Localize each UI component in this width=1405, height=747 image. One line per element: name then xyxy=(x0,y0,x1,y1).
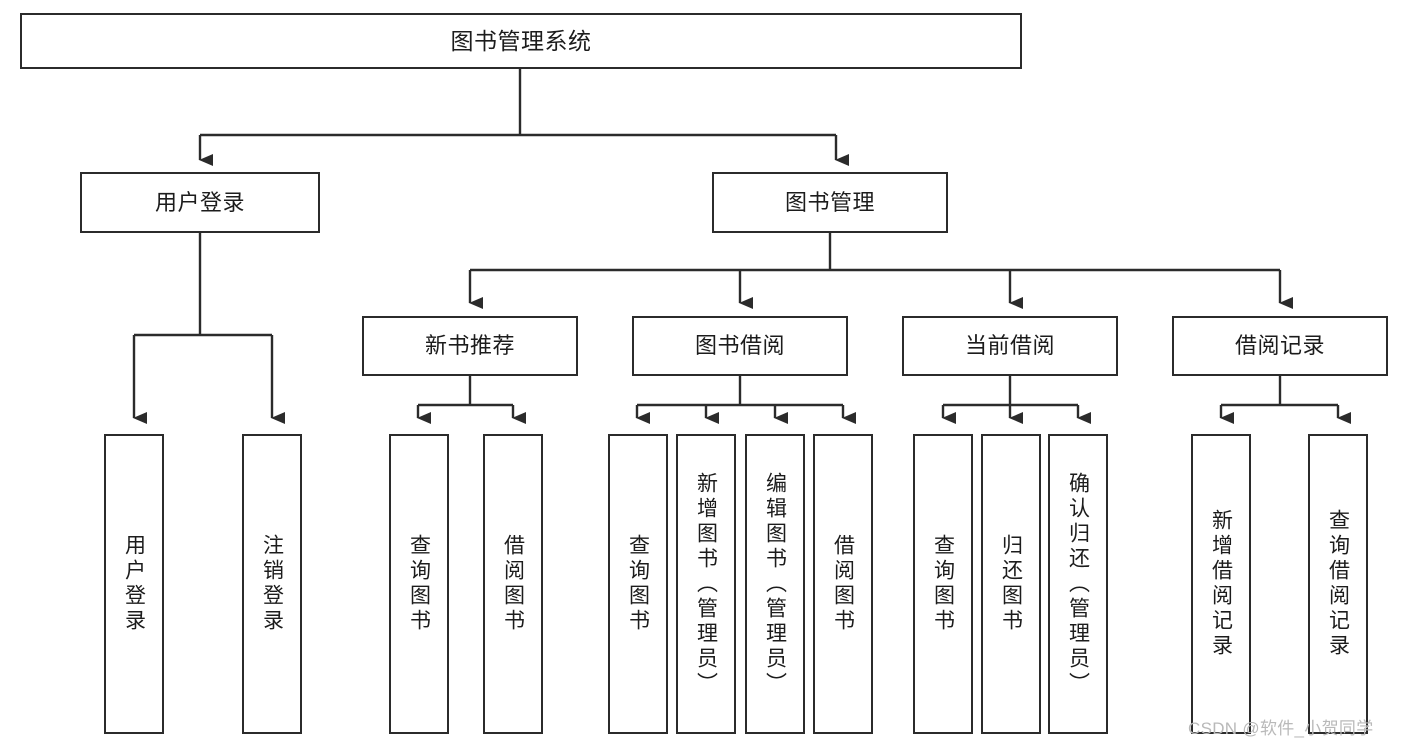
node-label: 查询图书 xyxy=(626,534,650,634)
node-leaf-logout[interactable]: 注销登录 xyxy=(242,434,302,734)
node-label: 当前借阅 xyxy=(964,333,1055,358)
node-label: 借阅图书 xyxy=(831,534,855,634)
node-leaf-borrow-book-2[interactable]: 借阅图书 xyxy=(813,434,873,734)
node-leaf-add-book[interactable]: 新增图书（管理员） xyxy=(676,434,736,734)
node-label: 查询图书 xyxy=(931,534,955,634)
node-borrow-record[interactable]: 借阅记录 xyxy=(1172,316,1388,376)
node-leaf-query-book-1[interactable]: 查询图书 xyxy=(389,434,449,734)
node-label: 查询图书 xyxy=(407,534,431,634)
node-label: 新增借阅记录 xyxy=(1209,509,1233,659)
node-leaf-user-login[interactable]: 用户登录 xyxy=(104,434,164,734)
node-leaf-return-book[interactable]: 归还图书 xyxy=(981,434,1041,734)
node-leaf-edit-book[interactable]: 编辑图书（管理员） xyxy=(745,434,805,734)
node-new-book-recommend[interactable]: 新书推荐 xyxy=(362,316,578,376)
node-label: 图书借阅 xyxy=(694,333,785,358)
node-label: 归还图书 xyxy=(999,534,1023,634)
node-label: 借阅图书 xyxy=(501,534,525,634)
node-label: 图书管理 xyxy=(784,189,875,215)
node-label: 新增图书（管理员） xyxy=(694,471,718,697)
node-leaf-query-book-2[interactable]: 查询图书 xyxy=(608,434,668,734)
node-leaf-borrow-book-1[interactable]: 借阅图书 xyxy=(483,434,543,734)
node-root-system[interactable]: 图书管理系统 xyxy=(20,13,1022,69)
node-book-manage[interactable]: 图书管理 xyxy=(712,172,948,233)
node-label: 用户登录 xyxy=(122,534,146,634)
node-label: 图书管理系统 xyxy=(450,27,592,54)
node-label: 确认归还（管理员） xyxy=(1066,471,1090,697)
node-user-login[interactable]: 用户登录 xyxy=(80,172,320,233)
node-leaf-query-book-3[interactable]: 查询图书 xyxy=(913,434,973,734)
node-book-borrow[interactable]: 图书借阅 xyxy=(632,316,848,376)
node-leaf-query-record[interactable]: 查询借阅记录 xyxy=(1308,434,1368,734)
node-leaf-add-record[interactable]: 新增借阅记录 xyxy=(1191,434,1251,734)
node-label: 编辑图书（管理员） xyxy=(763,471,787,697)
node-leaf-confirm-return[interactable]: 确认归还（管理员） xyxy=(1048,434,1108,734)
node-label: 新书推荐 xyxy=(424,333,515,358)
watermark-text: CSDN @软件_小贺同学 xyxy=(1188,719,1374,738)
node-label: 用户登录 xyxy=(154,189,245,215)
node-current-borrow[interactable]: 当前借阅 xyxy=(902,316,1118,376)
node-label: 借阅记录 xyxy=(1234,333,1325,358)
node-label: 注销登录 xyxy=(260,534,284,634)
node-label: 查询借阅记录 xyxy=(1326,509,1350,659)
